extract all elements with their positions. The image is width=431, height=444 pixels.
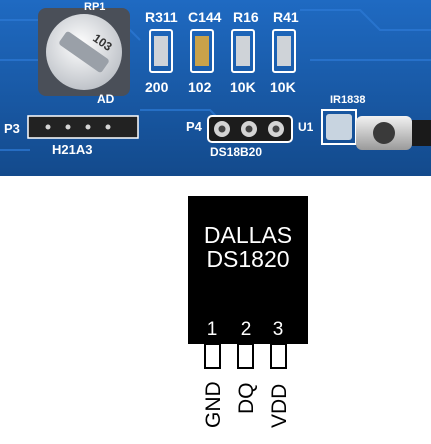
r16-label: R16 [233, 9, 259, 25]
pin-number-2: 2 [241, 319, 252, 340]
pin-3 [270, 343, 287, 369]
r311-label: R311 [145, 9, 178, 25]
chip-line-2: DS1820 [206, 246, 289, 272]
pin-number-3: 3 [273, 319, 284, 340]
ds18b20-label: DS18B20 [210, 145, 262, 159]
value-200: 200 [145, 79, 169, 95]
c144-label: C144 [188, 9, 222, 25]
pin-number-1: 1 [207, 319, 218, 340]
pin-2 [237, 343, 254, 369]
pin-1 [204, 343, 221, 369]
value-10k-b: 10K [270, 79, 296, 95]
u1-label: U1 [298, 120, 314, 134]
chip-line-1: DALLAS [204, 222, 292, 248]
ir-receiver [321, 109, 431, 150]
chip-body [188, 196, 308, 344]
p4-socket [207, 115, 293, 143]
pin-label-vdd: VDD [268, 384, 291, 428]
smd-components [149, 29, 296, 73]
pcb-photo: 103 RP1 R311 C144 R16 R41 200 102 10K 10… [0, 0, 431, 176]
ir-label: IR1838 [330, 94, 365, 106]
p3-header [27, 115, 139, 139]
pin-label-dq: DQ [235, 383, 258, 415]
h21a3-label: H21A3 [52, 142, 92, 157]
pin-label-gnd: GND [202, 381, 225, 428]
value-10k-a: 10K [230, 79, 256, 95]
rp1-label: RP1 [84, 1, 105, 13]
r41-label: R41 [273, 9, 299, 25]
potentiometer: 103 [38, 8, 130, 96]
value-102: 102 [188, 79, 212, 95]
ad-label: AD [97, 92, 115, 106]
p4-label: P4 [186, 119, 203, 134]
p3-label: P3 [4, 121, 20, 136]
